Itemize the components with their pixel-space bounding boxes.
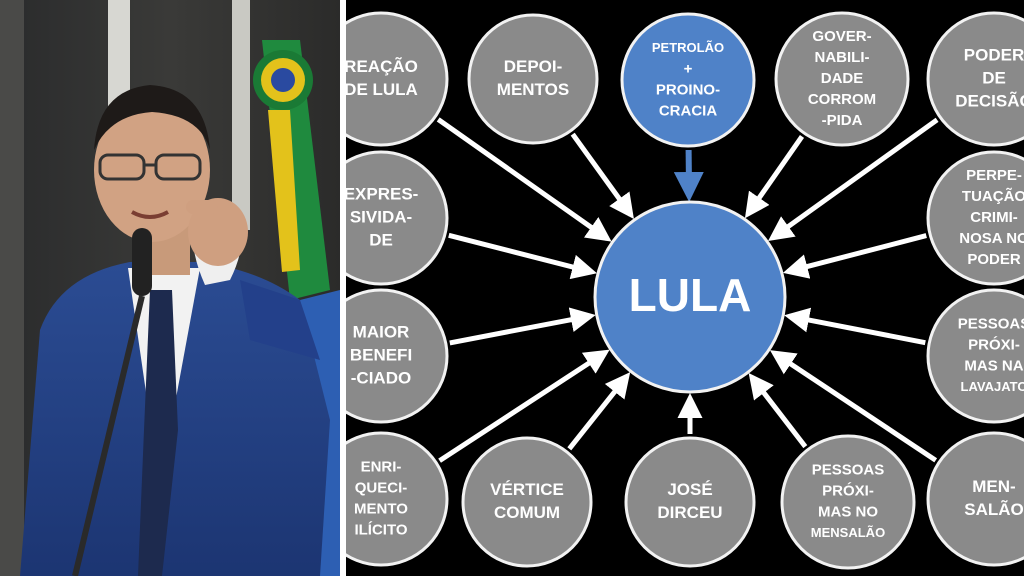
- node-label-line: DECISÃO: [955, 90, 1024, 110]
- node-circle: [346, 431, 449, 567]
- arrow-perpet-to-center: [782, 233, 927, 279]
- node-label-line: NABILI-: [815, 49, 870, 66]
- node-mensalao: MEN- SALÃO: [926, 431, 1024, 567]
- node-label-line: CRACIA: [659, 102, 717, 119]
- node-label-line: PESSOAS: [812, 461, 885, 478]
- node-label-line: MAIOR: [353, 322, 410, 341]
- node-governab: GOVER- NABILI- DADE CORROM -PIDA: [774, 11, 910, 147]
- collage-divider: [340, 0, 346, 576]
- node-label-line: PODER: [964, 45, 1024, 64]
- node-circle: [780, 434, 916, 570]
- arrow-pessoaslava-to-center: [784, 307, 926, 346]
- node-maior: MAIOR BENEFI -CIADO: [346, 288, 449, 424]
- node-label-line: DE: [369, 230, 393, 249]
- node-label-line: MAS NA: [964, 357, 1023, 374]
- arrow-vertice-to-center: [567, 372, 631, 451]
- node-label-line: ILÍCITO: [354, 521, 407, 538]
- node-label-line: -PIDA: [822, 112, 863, 129]
- arrow-poder-to-center: [768, 117, 939, 242]
- node-label-line: COMUM: [494, 503, 560, 522]
- node-label-line: JOSÉ: [667, 480, 712, 499]
- node-label-line: PETROLÃO: [652, 40, 724, 55]
- node-label-line: QUECI-: [355, 479, 408, 496]
- center-label: LULA: [629, 269, 752, 321]
- node-label-line: DE: [982, 68, 1006, 87]
- node-label-line: PROINO-: [656, 81, 720, 98]
- node-label-line: MEN-: [972, 477, 1015, 496]
- node-circle: [624, 436, 756, 568]
- arrow-reacao-to-center: [436, 117, 612, 242]
- node-label-line: MENTO: [354, 500, 408, 517]
- node-circle: [467, 13, 599, 145]
- node-circle: [926, 431, 1024, 567]
- node-label-line: BENEFI: [350, 345, 412, 364]
- arrow-enriq-to-center: [438, 349, 610, 463]
- node-label-line: PRÓXI-: [822, 481, 874, 499]
- arrow-depoimentos-to-center: [570, 132, 634, 220]
- node-label-line: TUAÇÃO: [962, 187, 1024, 205]
- node-circle: [926, 11, 1024, 147]
- speaker-photo: [0, 0, 340, 576]
- node-label-line: PERPE-: [966, 167, 1022, 184]
- node-petrolao: PETROLÃO + PROINO- CRACIA: [620, 12, 756, 148]
- node-poder: PODER DE DECISÃO: [926, 11, 1024, 147]
- node-label-line: LAVAJATO: [961, 379, 1024, 394]
- arrow-governab-to-center: [744, 134, 805, 219]
- arrow-expressiv-to-center: [448, 232, 597, 280]
- node-label-line: -CIADO: [351, 368, 411, 387]
- node-dirceu: JOSÉ DIRCEU: [624, 436, 756, 568]
- node-label-line: DE LULA: [346, 80, 418, 99]
- arrow-petrolao-to-center: [673, 149, 704, 202]
- node-reacao: REAÇÃO DE LULA: [346, 11, 449, 147]
- node-label-line: EXPRES-: [346, 184, 418, 203]
- node-circle: [926, 288, 1024, 424]
- node-label-line: VÉRTICE: [490, 480, 564, 499]
- node-circle: [346, 11, 449, 147]
- node-label-line: PESSOAS: [958, 315, 1024, 332]
- node-label-line: SIVIDA-: [350, 207, 412, 226]
- node-circle: [620, 12, 756, 148]
- node-circle: [926, 150, 1024, 286]
- node-label-line: NOSA NO: [959, 230, 1024, 247]
- node-circle: [346, 150, 449, 286]
- center-node: LULA: [593, 200, 787, 394]
- node-label-line: PRÓXI-: [968, 335, 1020, 353]
- node-expressiv: EXPRES- SIVIDA- DE: [346, 150, 449, 286]
- node-label-line: MENTOS: [497, 80, 569, 99]
- arrow-maior-to-center: [449, 307, 596, 346]
- node-depoimentos: DEPOI- MENTOS: [467, 13, 599, 145]
- node-label-line: MENSALÃO: [811, 525, 885, 540]
- node-circle: [346, 288, 449, 424]
- node-label-line: SALÃO: [964, 499, 1024, 519]
- node-pessoasmens: PESSOAS PRÓXI- MAS NO MENSALÃO: [780, 434, 916, 570]
- mind-map-diagram: REAÇÃO DE LULA DEPOI- MENTOS PETROLÃO + PROINO…: [346, 0, 1024, 576]
- node-vertice: VÉRTICE COMUM: [461, 436, 593, 568]
- node-label-line: MAS NO: [818, 503, 878, 520]
- node-label-line: ENRI-: [361, 458, 402, 475]
- node-label-line: PODER: [967, 251, 1021, 268]
- node-pessoaslava: PESSOAS PRÓXI- MAS NA LAVAJATO: [926, 288, 1024, 424]
- node-label-line: CORROM: [808, 91, 876, 108]
- arrow-mensalao-to-center: [769, 350, 938, 463]
- speaker-photo-illustration: [0, 0, 340, 576]
- node-label-line: DEPOI-: [504, 57, 563, 76]
- node-enriq: ENRI- QUECI- MENTO ILÍCITO: [346, 431, 449, 567]
- node-label-line: DADE: [821, 70, 864, 87]
- node-label-line: GOVER-: [812, 28, 871, 45]
- node-perpet: PERPE- TUAÇÃO CRIMI- NOSA NO PODER: [926, 150, 1024, 286]
- node-circle: [774, 11, 910, 147]
- mind-map-canvas: REAÇÃO DE LULA DEPOI- MENTOS PETROLÃO + PROINO…: [346, 0, 1024, 576]
- node-label-line: CRIMI-: [970, 209, 1018, 226]
- node-label-line: REAÇÃO: [346, 56, 418, 76]
- node-circle: [461, 436, 593, 568]
- center-circle: [593, 200, 787, 394]
- node-label-line: DIRCEU: [657, 503, 722, 522]
- arrow-pessoasmens-to-center: [748, 373, 808, 449]
- node-label-line: +: [684, 60, 693, 77]
